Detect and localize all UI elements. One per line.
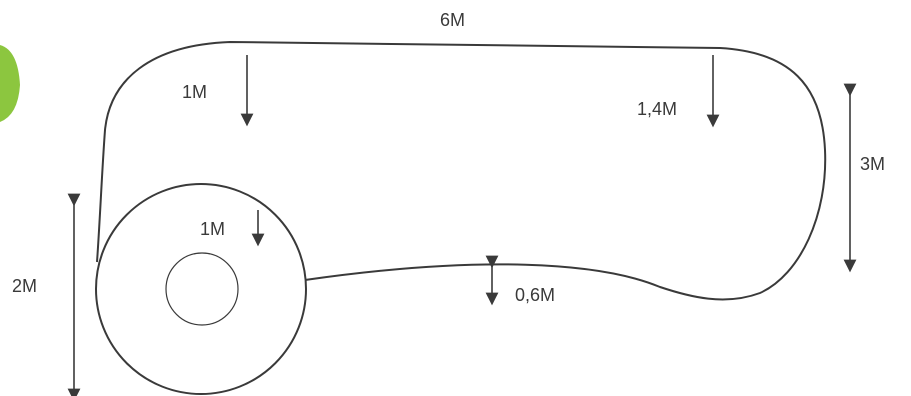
bottom-gap-label: 0,6M — [515, 285, 555, 305]
left-height-label: 2M — [12, 276, 37, 296]
left-inner-drop-label: 1M — [182, 82, 207, 102]
top-width-label: 6M — [440, 10, 465, 30]
roll-inner-circle — [165, 252, 239, 326]
accent-tab — [0, 45, 20, 122]
right-height-label: 3M — [860, 154, 885, 174]
roll-inner-drop-label: 1M — [200, 219, 225, 239]
roll-outer-circle — [95, 183, 307, 395]
right-inner-drop-label: 1,4M — [637, 99, 677, 119]
outer-outline — [96, 40, 827, 301]
